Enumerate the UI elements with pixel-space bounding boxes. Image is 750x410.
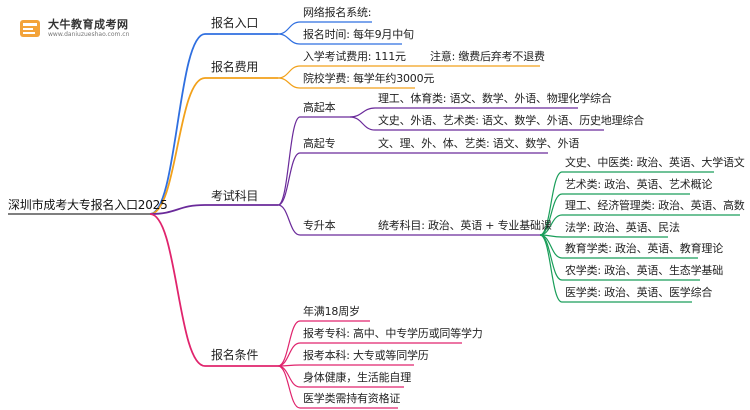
link-gqb-1 bbox=[349, 116, 376, 131]
link-cond-item-0 bbox=[277, 320, 301, 367]
gqz-item-all: 文、理、外、体、艺类: 语文、数学、外语 bbox=[378, 137, 580, 150]
cond-item-junior-college: 报考专科: 高中、中专学历或同等学力 bbox=[303, 327, 483, 340]
site-logo: 大牛教育成考网 www.daniuzueshao.com.cn bbox=[18, 14, 138, 44]
zsb-item-agriculture: 农学类: 政治、英语、生态学基础 bbox=[565, 264, 724, 277]
zsb-item-literature-medicine: 文史、中医类: 政治、英语、大学语文 bbox=[565, 156, 745, 169]
book-logo-icon bbox=[20, 20, 40, 37]
entry-item-system: 网络报名系统: bbox=[303, 6, 372, 19]
link-zsb-item-2 bbox=[539, 214, 563, 236]
link-fee-item-0 bbox=[277, 65, 301, 79]
link-subject-group-1 bbox=[277, 152, 301, 206]
link-cond-item-1 bbox=[277, 342, 301, 367]
section-registration-entry: 报名入口 bbox=[211, 16, 259, 30]
cond-item-bachelor: 报考本科: 大专或等同学历 bbox=[303, 349, 429, 362]
link-entry-item-1 bbox=[277, 33, 301, 45]
link-fee-item-1 bbox=[277, 77, 301, 89]
cond-item-health: 身体健康，生活能自理 bbox=[303, 371, 411, 384]
entry-item-time: 报名时间: 每年9月中旬 bbox=[303, 28, 414, 41]
zsb-item-art: 艺术类: 政治、英语、艺术概论 bbox=[565, 178, 713, 191]
cond-item-medical-cert: 医学类需持有资格证 bbox=[303, 392, 401, 405]
link-zsb-item-6 bbox=[539, 234, 563, 303]
fee-item-exam-note: 注意: 缴费后弃考不退费 bbox=[430, 50, 545, 63]
zsb-item-law: 法学: 政治、英语、民法 bbox=[565, 221, 680, 234]
link-root-conditions bbox=[149, 213, 206, 367]
logo-url: www.daniuzueshao.com.cn bbox=[48, 31, 130, 38]
gqb-item-science: 理工、体育类: 语文、数学、外语、物理化学综合 bbox=[378, 92, 612, 105]
fee-item-exam: 入学考试费用: 111元 bbox=[303, 50, 406, 63]
link-subject-group-0 bbox=[277, 116, 301, 206]
link-cond-item-4 bbox=[277, 365, 301, 409]
link-subject-group-2 bbox=[277, 204, 301, 236]
root-topic: 深圳市成考大专报名入口2025 bbox=[8, 198, 168, 212]
section-registration-conditions: 报名条件 bbox=[211, 348, 259, 362]
zsb-item-science-economics: 理工、经济管理类: 政治、英语、高数（二） bbox=[565, 199, 750, 212]
link-cond-item-3 bbox=[277, 365, 301, 388]
group-gao-qi-ben: 高起本 bbox=[303, 101, 336, 114]
link-zsb-item-1 bbox=[539, 193, 563, 236]
link-root-entry bbox=[149, 33, 206, 215]
section-exam-subjects: 考试科目 bbox=[211, 189, 259, 203]
zsb-item-medicine: 医学类: 政治、英语、医学综合 bbox=[565, 286, 713, 299]
group-zhuan-sheng-ben: 专升本 bbox=[303, 219, 336, 232]
link-entry-item-0 bbox=[277, 21, 301, 35]
fee-item-tuition: 院校学费: 每学年约3000元 bbox=[303, 72, 435, 85]
link-root-subjects bbox=[149, 204, 206, 215]
logo-title: 大牛教育成考网 bbox=[48, 18, 129, 31]
zsb-item-education: 教育学类: 政治、英语、教育理论 bbox=[565, 242, 724, 255]
zsb-unified-subjects: 统考科目: 政治、英语 + 专业基础课 bbox=[378, 219, 552, 232]
section-registration-fees: 报名费用 bbox=[211, 60, 259, 74]
group-gao-qi-zhuan: 高起专 bbox=[303, 137, 336, 150]
gqb-item-arts: 文史、外语、艺术类: 语文、数学、外语、历史地理综合 bbox=[378, 114, 645, 127]
cond-item-age: 年满18周岁 bbox=[303, 305, 360, 318]
link-root-fees bbox=[149, 77, 206, 215]
link-gqb-0 bbox=[349, 107, 376, 118]
